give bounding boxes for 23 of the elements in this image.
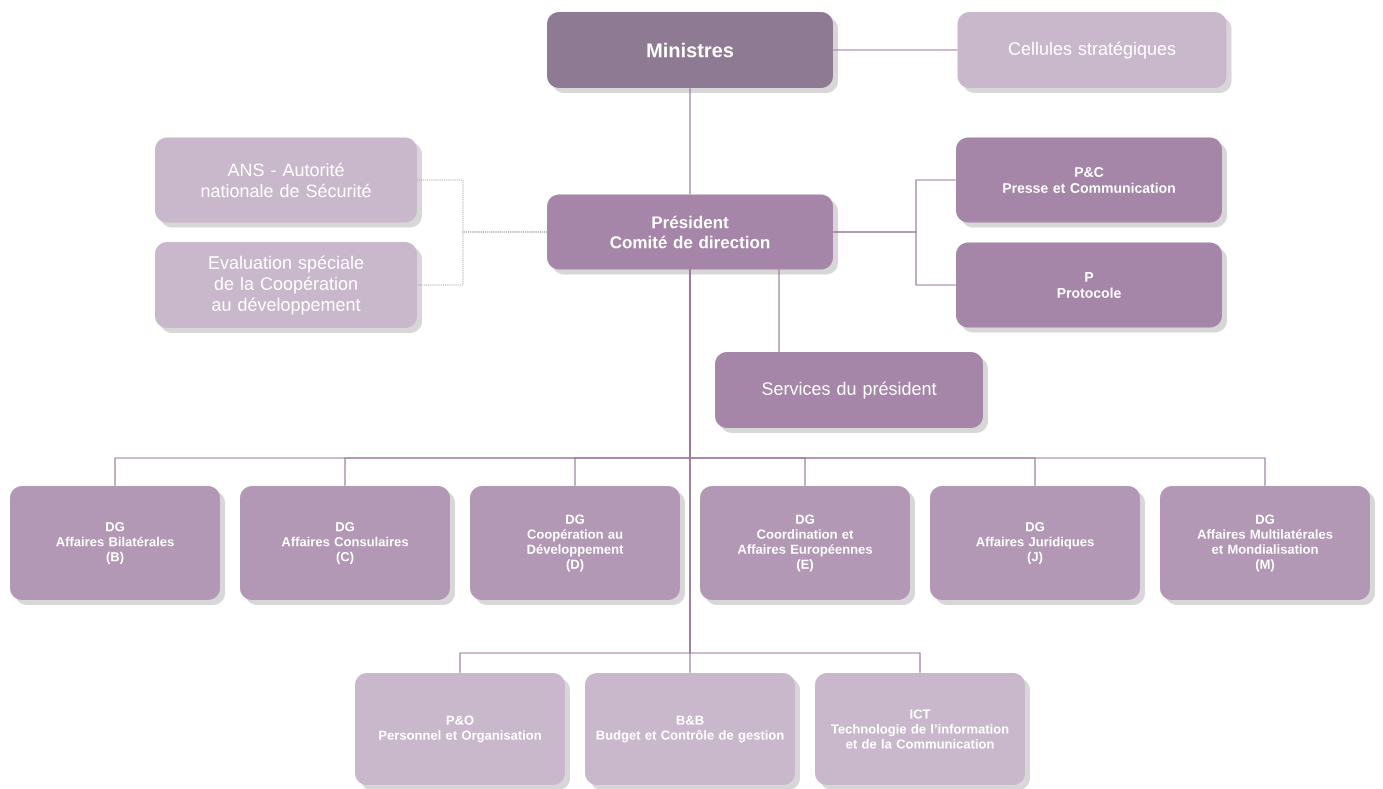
connector-line (416, 231, 548, 286)
support-box: B&B Budget et Contrôle de gestion (585, 673, 800, 789)
connector-line (832, 49, 958, 51)
side-box: Evaluation spéciale de la Coopération au développement (155, 242, 422, 333)
connector-line (689, 269, 921, 674)
support-box: ICT Technologie de l’information et de la Communication (815, 673, 1030, 789)
directorate-box: DG Coordination et Affaires Européennes (E) (700, 486, 915, 605)
top-box: Ministres (547, 12, 838, 93)
connector-line (689, 87, 691, 195)
directorate-box: DG Coopération au Développement (D) (470, 486, 685, 605)
unit-box: P Protocole (956, 242, 1227, 333)
support-box: P&O Personnel et Organisation (355, 673, 570, 789)
unit-box: Services du président (715, 352, 988, 433)
directorate-box: DG Affaires Bilatérales (B) (10, 486, 225, 605)
side-box: ANS - Autorité nationale de Sécurité (155, 137, 422, 228)
connector-line (832, 231, 957, 286)
side-box: Cellules stratégiques (957, 12, 1232, 93)
president-box: Président Comité de direction (547, 194, 838, 275)
directorate-box: DG Affaires Consulaires (C) (240, 486, 455, 605)
directorate-box: DG Affaires Multilatérales et Mondialisation (M) (1160, 486, 1375, 605)
connector-line (778, 268, 780, 353)
directorate-box: DG Affaires Juridiques (J) (930, 486, 1145, 605)
unit-box: P&C Presse et Communication (956, 137, 1227, 228)
